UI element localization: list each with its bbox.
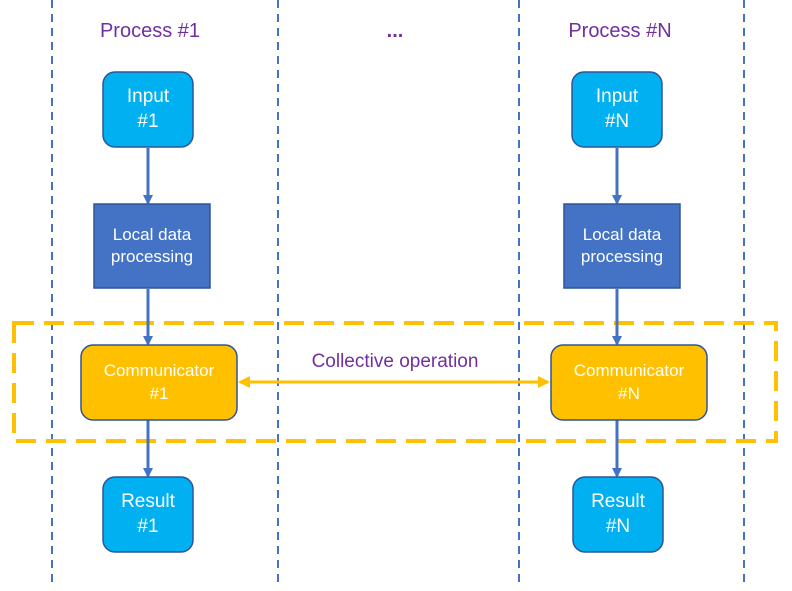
column-title-ellipsis: ... <box>386 20 404 42</box>
column-title-process-1: Process #1 <box>99 20 201 42</box>
input-node-1-shape <box>102 71 194 148</box>
input-node-n: Input #N <box>595 85 639 132</box>
result-node-1: Result #1 <box>121 490 175 537</box>
local-processing-1-shape <box>93 203 211 289</box>
result-node-n: Result #N <box>591 490 645 537</box>
column-title-process-n: Process #N <box>568 20 672 42</box>
collective-operation-label: Collective operation <box>311 350 479 372</box>
result-node-1-shape <box>102 476 194 553</box>
input-node-n-shape <box>571 71 663 148</box>
communicator-1-shape <box>80 344 238 421</box>
local-processing-1: Local data processing <box>110 224 194 266</box>
communicator-1: Communicator #1 <box>103 361 215 403</box>
local-processing-n: Local data processing <box>580 224 664 266</box>
local-processing-n-shape <box>563 203 681 289</box>
result-node-n-shape <box>572 476 664 553</box>
input-node-1: Input #1 <box>126 85 170 132</box>
communicator-n: Communicator #N <box>573 361 685 403</box>
collective-operation-region <box>12 321 778 443</box>
communicator-n-shape <box>550 344 708 421</box>
